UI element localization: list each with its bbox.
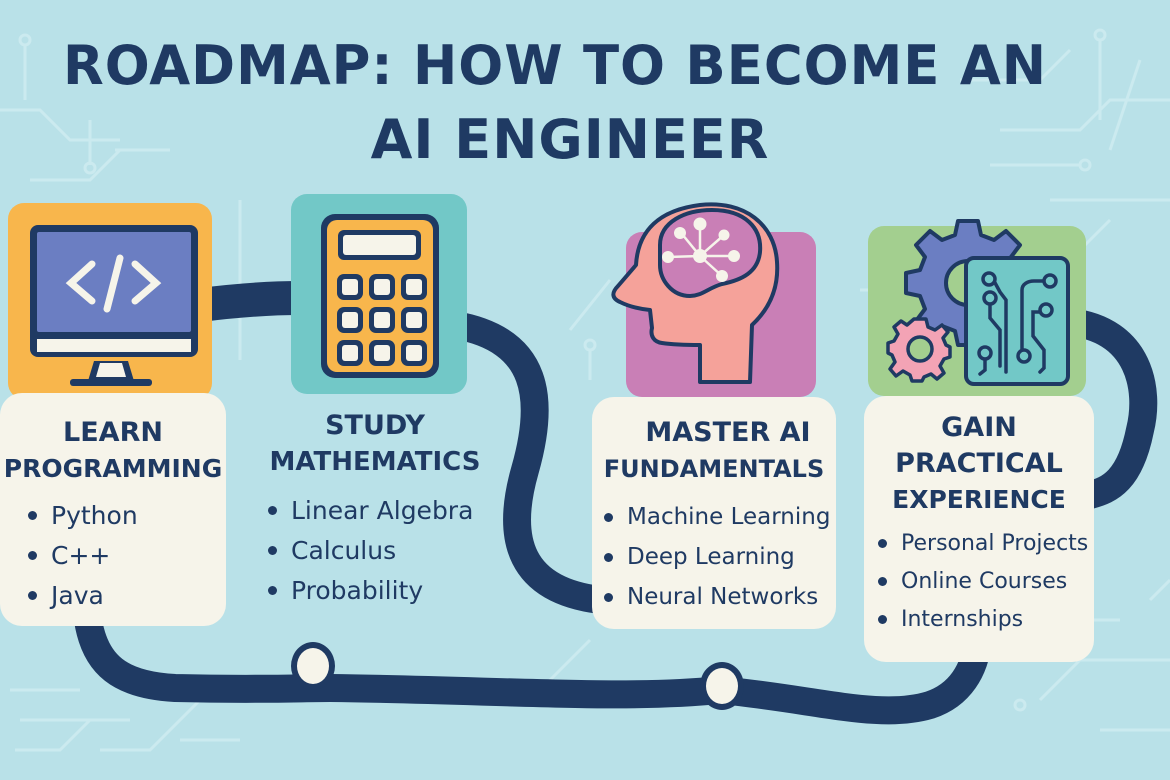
step-4-list: Personal Projects Online Courses Interns… bbox=[878, 524, 1094, 638]
list-item: Probability bbox=[268, 570, 490, 610]
list-item: Personal Projects bbox=[878, 524, 1094, 562]
list-item: Calculus bbox=[268, 530, 490, 570]
step-2-title: STUDY MATHEMATICS bbox=[269, 410, 481, 477]
step-4-icon-box bbox=[868, 226, 1086, 396]
step-2-card: STUDY MATHEMATICS Linear Algebra Calculu… bbox=[260, 408, 490, 610]
list-item: Java bbox=[28, 575, 226, 615]
step-1-list: Python C++ Java bbox=[28, 495, 226, 615]
step-3-list: Machine Learning Deep Learning Neural Ne… bbox=[604, 497, 836, 617]
step-1-title: LEARN PROGRAMMING bbox=[3, 417, 223, 483]
list-item: Python bbox=[28, 495, 226, 535]
milestone-markers bbox=[291, 642, 744, 710]
step-1-icon-box bbox=[8, 203, 212, 399]
title-line-1: ROADMAP: HOW TO BECOME AN bbox=[62, 34, 1048, 97]
list-item: Deep Learning bbox=[604, 537, 836, 577]
list-item: Online Courses bbox=[878, 562, 1094, 600]
list-item: Linear Algebra bbox=[268, 490, 490, 530]
list-item: Internships bbox=[878, 600, 1094, 638]
step-2-list: Linear Algebra Calculus Probability bbox=[268, 490, 490, 610]
step-1-card: LEARN PROGRAMMING Python C++ Java bbox=[0, 393, 226, 626]
title-line-2: AI ENGINEER bbox=[370, 108, 770, 171]
step-3-icon-box bbox=[626, 232, 816, 397]
step-4-card: GAIN PRACTICAL EXPERIENCE Personal Proje… bbox=[864, 396, 1094, 662]
list-item: Neural Networks bbox=[604, 577, 836, 617]
step-2-icon-box bbox=[291, 194, 467, 394]
step-4-title: GAIN PRACTICAL EXPERIENCE bbox=[892, 412, 1066, 514]
page-title: ROADMAP: HOW TO BECOME AN AI ENGINEER bbox=[0, 36, 1110, 170]
step-3-card: MASTER AI FUNDAMENTALS Machine Learning … bbox=[592, 397, 836, 629]
calculator-icon bbox=[321, 214, 439, 378]
list-item: C++ bbox=[28, 535, 226, 575]
step-3-title: MASTER AI FUNDAMENTALS bbox=[603, 417, 825, 483]
list-item: Machine Learning bbox=[604, 497, 836, 537]
monitor-code-icon bbox=[30, 225, 198, 386]
